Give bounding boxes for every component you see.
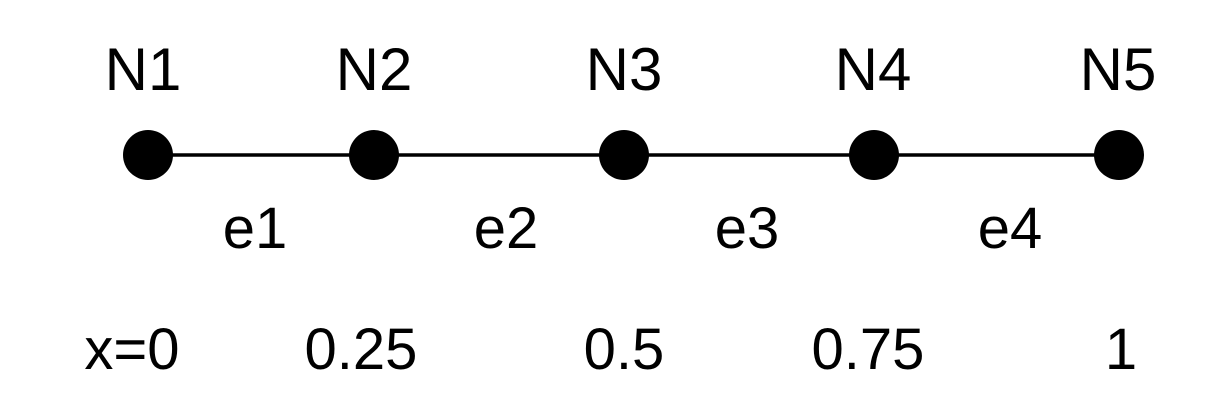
coordinate-labels: x=0 0.25 0.5 0.75 1 — [84, 317, 1137, 382]
node-dot-n2 — [349, 130, 399, 180]
element-label-e2: e2 — [474, 196, 539, 261]
node-label-n4: N4 — [835, 36, 912, 103]
node-labels: N1 N2 N3 N4 N5 — [105, 36, 1157, 103]
coordinate-label-0: x=0 — [84, 317, 179, 382]
coordinate-label-0-75: 0.75 — [812, 317, 925, 382]
element-labels: e1 e2 e3 e4 — [223, 196, 1043, 261]
element-label-e4: e4 — [978, 196, 1043, 261]
coordinate-label-0-25: 0.25 — [305, 317, 418, 382]
coordinate-label-0-5: 0.5 — [584, 317, 665, 382]
node-dot-n5 — [1094, 130, 1144, 180]
node-dot-n4 — [849, 130, 899, 180]
node-label-n3: N3 — [586, 36, 663, 103]
node-dot-n1 — [123, 130, 173, 180]
node-label-n2: N2 — [336, 36, 413, 103]
node-label-n1: N1 — [105, 36, 182, 103]
node-dot-n3 — [599, 130, 649, 180]
coordinate-label-1: 1 — [1105, 317, 1137, 382]
element-label-e1: e1 — [223, 196, 288, 261]
node-label-n5: N5 — [1080, 36, 1157, 103]
mesh-nodes — [123, 130, 1144, 180]
element-label-e3: e3 — [715, 196, 780, 261]
